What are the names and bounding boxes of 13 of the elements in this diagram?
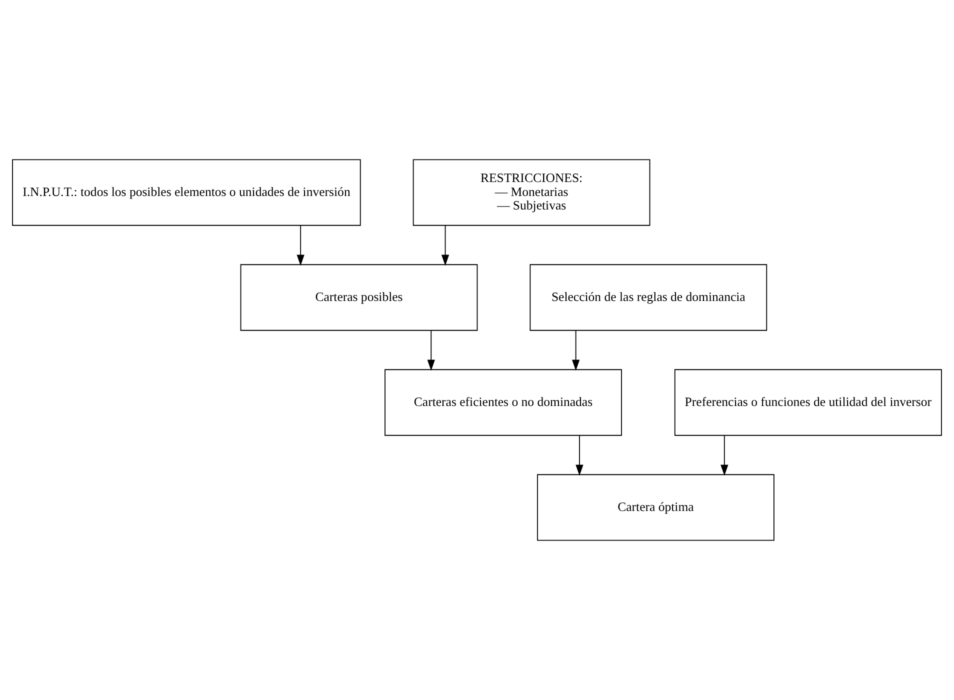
- node-box: I.N.P.U.T.: todos los posibles elementos o unidades de inversión: [12, 159, 361, 226]
- node-box: Cartera óptima: [537, 474, 774, 541]
- node-box: Selección de las reglas de dominancia: [530, 264, 768, 331]
- node-box: Preferencias o funciones de utilidad del inversor: [674, 369, 942, 436]
- node-box: Carteras eficientes o no dominadas: [384, 369, 622, 436]
- arrow: [572, 330, 580, 371]
- node-box: Carteras posibles: [240, 264, 478, 331]
- arrow: [296, 224, 304, 266]
- arrow: [576, 434, 584, 476]
- arrow: [441, 224, 450, 266]
- arrow: [720, 434, 728, 476]
- arrow: [427, 330, 435, 371]
- node-box: RESTRICCIONES: — Monetarias — Subjetivas: [412, 159, 650, 226]
